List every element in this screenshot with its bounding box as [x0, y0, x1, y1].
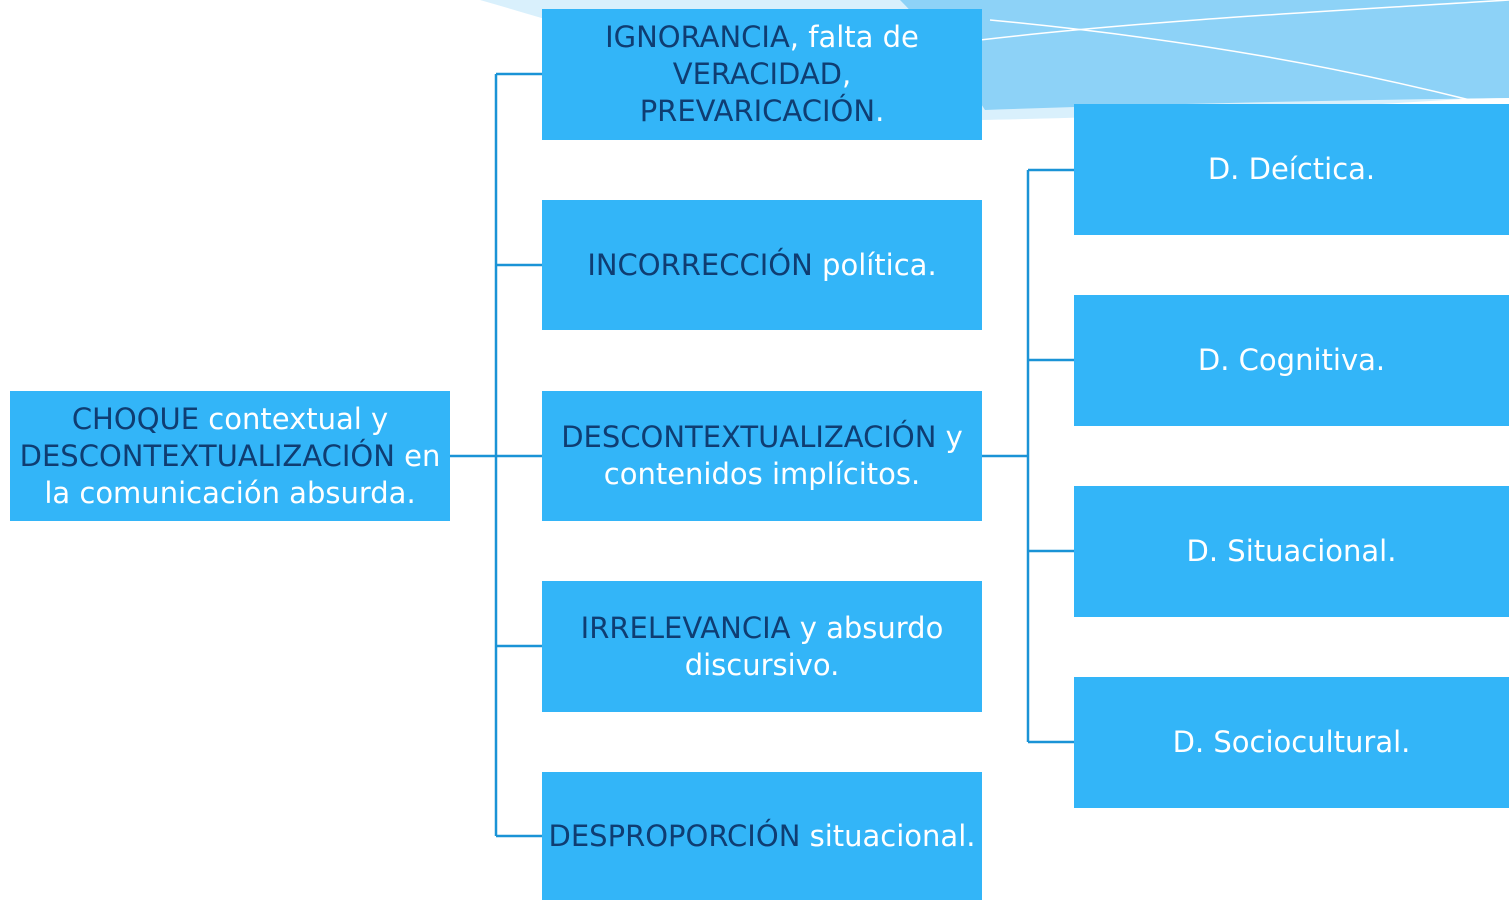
child-node-descontextualizacion: DESCONTEXTUALIZACIÓN y contenidos implíc… [542, 391, 982, 521]
keyword: DESCONTEXTUALIZACIÓN [19, 438, 395, 473]
child-node-text: DESCONTEXTUALIZACIÓN y contenidos implíc… [542, 419, 982, 493]
sub-node-label: D. Situacional. [1186, 534, 1397, 568]
child-node-text: INCORRECCIÓN política. [587, 247, 936, 284]
decorative-swoosh-line [979, 0, 1509, 41]
text: y absurdo discursivo. [684, 610, 944, 682]
text: contextual y [199, 401, 389, 436]
child-node-text: IGNORANCIA, falta de VERACIDAD, PREVARIC… [542, 19, 982, 130]
child-node-ignorancia: IGNORANCIA, falta de VERACIDAD, PREVARIC… [542, 9, 982, 140]
child-node-text: IRRELEVANCIA y absurdo discursivo. [542, 610, 982, 684]
sub-node-label: D. Cognitiva. [1197, 343, 1386, 377]
keyword: INCORRECCIÓN [587, 247, 813, 282]
keyword: VERACIDAD [672, 57, 843, 91]
child-node-text: DESPROPORCIÓN situacional. [549, 818, 976, 855]
sub-node-label: D. Deíctica. [1207, 152, 1376, 186]
text: , [842, 57, 852, 91]
text: en la comunicación absurda. [44, 438, 441, 510]
keyword: PREVARICACIÓN [639, 94, 876, 128]
child-node-desproporcion: DESPROPORCIÓN situacional. [542, 772, 982, 900]
sub-node-cognitiva: D. Cognitiva. [1074, 295, 1509, 426]
keyword: CHOQUE [71, 401, 200, 436]
decorative-swoosh-band [900, 0, 1509, 110]
keyword: DESPROPORCIÓN [548, 818, 801, 853]
root-node: CHOQUE contextual y DESCONTEXTUALIZACIÓN… [10, 391, 450, 521]
text: situacional. [800, 818, 976, 853]
sub-node-deictica: D. Deíctica. [1074, 104, 1509, 235]
text: y contenidos implícitos. [603, 420, 963, 491]
child-node-incorreccion: INCORRECCIÓN política. [542, 200, 982, 330]
sub-node-situacional: D. Situacional. [1074, 486, 1509, 617]
keyword: IGNORANCIA [605, 20, 790, 54]
text: política. [812, 247, 937, 282]
root-node-text: CHOQUE contextual y DESCONTEXTUALIZACIÓN… [10, 401, 450, 512]
text: , falta de [789, 20, 919, 54]
child-node-irrelevancia: IRRELEVANCIA y absurdo discursivo. [542, 581, 982, 712]
keyword: IRRELEVANCIA [580, 610, 791, 645]
sub-node-sociocultural: D. Sociocultural. [1074, 677, 1509, 808]
sub-node-label: D. Sociocultural. [1172, 725, 1411, 759]
decorative-swoosh-line [989, 19, 1471, 101]
keyword: DESCONTEXTUALIZACIÓN [561, 420, 937, 454]
text: . [875, 94, 885, 128]
